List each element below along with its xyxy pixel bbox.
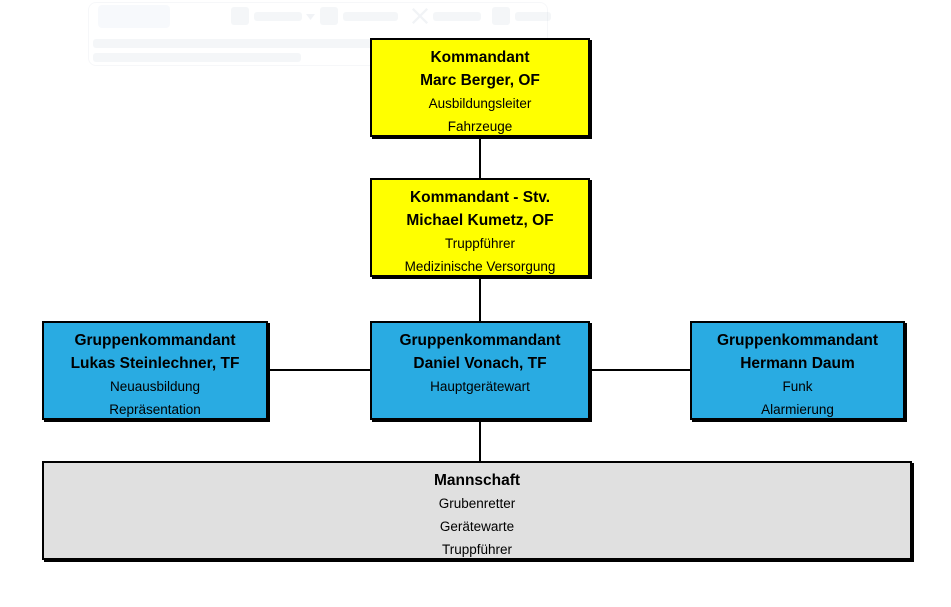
box-person: Michael Kumetz, OF bbox=[406, 212, 554, 229]
org-box-gruppe-rechts[interactable]: Gruppenkommandant Hermann Daum Funk Alar… bbox=[690, 321, 905, 420]
box-title: Gruppenkommandant bbox=[74, 332, 236, 349]
ghost-menu-icon[interactable] bbox=[320, 7, 338, 25]
box-role: Gerätewarte bbox=[439, 519, 515, 534]
ghost-menu-icon[interactable] bbox=[492, 7, 510, 25]
ghost-toolbar-button[interactable] bbox=[98, 5, 170, 28]
ghost-menu-label bbox=[254, 12, 302, 21]
box-role: Truppführer bbox=[441, 542, 513, 557]
ghost-menu-label bbox=[343, 12, 398, 21]
box-title: Mannschaft bbox=[433, 472, 521, 489]
connector-kommandant-stv bbox=[479, 137, 481, 180]
org-box-stellvertreter[interactable]: Kommandant - Stv. Michael Kumetz, OF Tru… bbox=[370, 178, 590, 277]
box-title: Gruppenkommandant bbox=[399, 332, 561, 349]
box-role: Alarmierung bbox=[761, 402, 834, 417]
box-role: Ausbildungsleiter bbox=[428, 96, 532, 111]
ghost-menu-label bbox=[515, 12, 551, 21]
box-title: Kommandant - Stv. bbox=[409, 189, 551, 206]
org-box-kommandant[interactable]: Kommandant Marc Berger, OF Ausbildungsle… bbox=[370, 38, 590, 137]
box-person: Marc Berger, OF bbox=[420, 72, 540, 89]
ghost-toolbar-panel bbox=[88, 2, 548, 66]
box-person: Hermann Daum bbox=[740, 355, 855, 372]
connector-gruppe-mitte-rechts bbox=[589, 369, 691, 371]
box-person: Lukas Steinlechner, TF bbox=[70, 355, 240, 372]
box-role: Funk bbox=[782, 379, 813, 394]
connector-stv-gruppe-mitte bbox=[479, 277, 481, 322]
box-role: Medizinische Versorgung bbox=[404, 259, 556, 274]
box-role: Grubenretter bbox=[438, 496, 516, 511]
connector-gruppe-mannschaft bbox=[479, 419, 481, 462]
box-role: Hauptgerätewart bbox=[430, 379, 530, 394]
box-role: Neuausbildung bbox=[109, 379, 201, 394]
box-role: Repräsentation bbox=[109, 402, 201, 417]
ghost-menu-label bbox=[433, 12, 481, 21]
org-box-gruppe-links[interactable]: Gruppenkommandant Lukas Steinlechner, TF… bbox=[42, 321, 268, 420]
org-box-mannschaft[interactable]: Mannschaft Grubenretter Gerätewarte Trup… bbox=[42, 461, 912, 560]
chevron-down-icon bbox=[306, 14, 315, 20]
ghost-menu-icon[interactable] bbox=[231, 7, 249, 25]
box-role: Truppführer bbox=[444, 236, 516, 251]
close-icon[interactable] bbox=[412, 8, 428, 24]
ghost-text-line bbox=[93, 39, 459, 48]
box-role: Fahrzeuge bbox=[447, 119, 513, 134]
box-person: Daniel Vonach, TF bbox=[413, 355, 547, 372]
box-title: Kommandant bbox=[430, 49, 530, 66]
connector-gruppe-links-mitte bbox=[267, 369, 371, 371]
ghost-text-line bbox=[93, 53, 301, 62]
box-title: Gruppenkommandant bbox=[716, 332, 879, 349]
org-box-gruppe-mitte[interactable]: Gruppenkommandant Daniel Vonach, TF Haup… bbox=[370, 321, 590, 420]
